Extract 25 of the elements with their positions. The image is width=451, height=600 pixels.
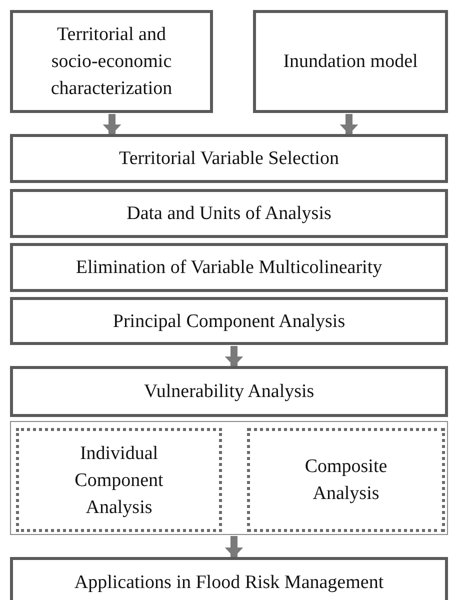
arrow [224, 536, 244, 558]
process-box [10, 189, 448, 238]
process-box [247, 428, 445, 532]
process-box [10, 134, 448, 183]
process-box [10, 366, 448, 417]
box-label: Individual Component Analysis [74, 442, 164, 520]
arrow [224, 346, 244, 366]
group-box [10, 421, 448, 535]
process-box [10, 243, 448, 292]
box-label: Data and Units of Analysis [126, 202, 332, 226]
box-label: Territorial Variable Selection [119, 147, 339, 171]
process-box [10, 10, 213, 113]
box-label: Applications in Flood Risk Management [74, 570, 384, 594]
arrow [340, 114, 358, 134]
arrow [102, 114, 122, 134]
box-label: Vulnerability Analysis [144, 380, 314, 404]
process-box [253, 10, 448, 113]
box-label: Inundation model [283, 50, 418, 74]
process-box [10, 557, 448, 600]
box-label: Composite Analysis [304, 455, 388, 506]
box-label: Principal Component Analysis [112, 310, 346, 334]
box-label: Territorial and socio-economic characterization [50, 23, 174, 101]
box-label: Elimination of Variable Multicolinearity [76, 256, 382, 280]
process-box [10, 297, 448, 345]
process-box [16, 428, 222, 532]
